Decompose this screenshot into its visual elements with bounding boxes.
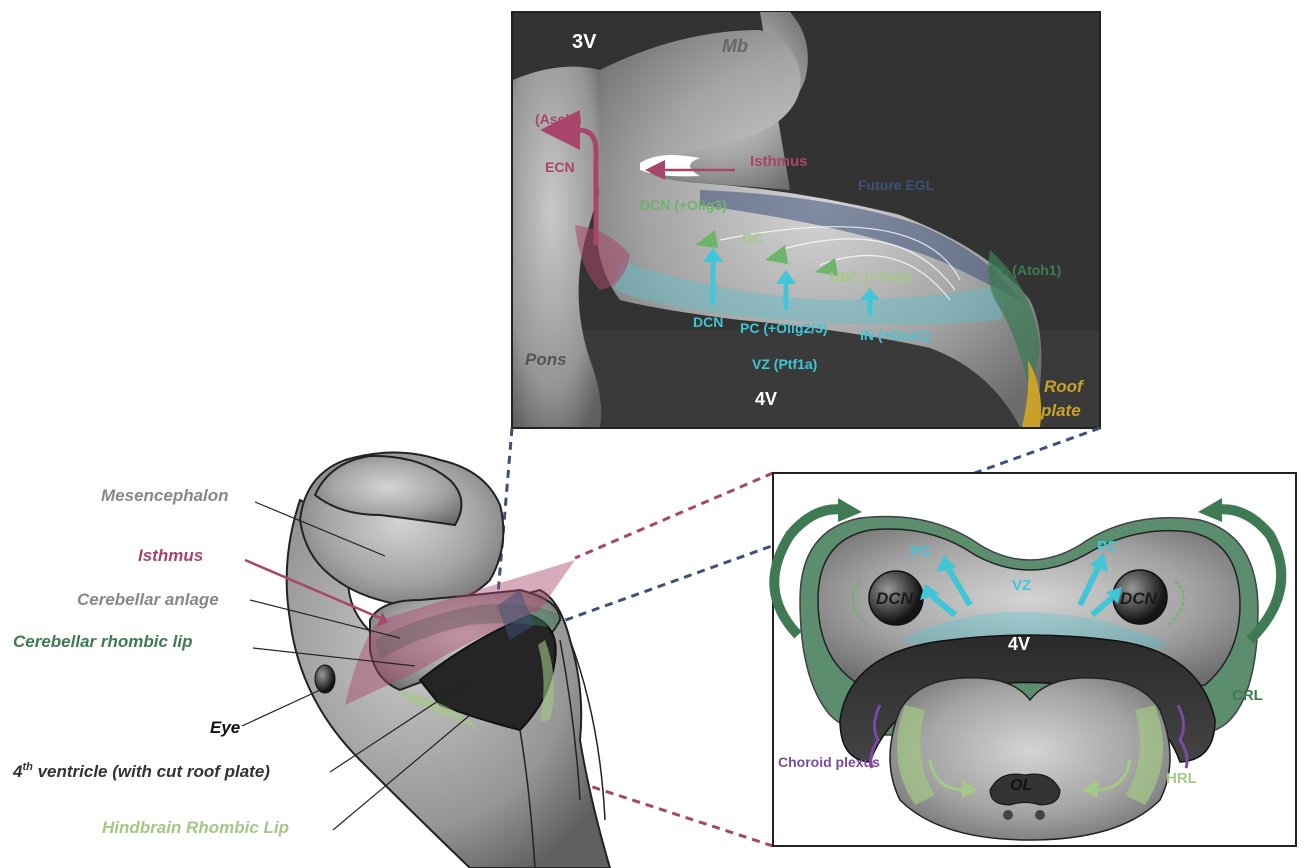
- roof-label-line1: Roof: [1044, 377, 1085, 396]
- future-egl-label: Future EGL: [858, 177, 935, 193]
- ventricle-4-right-label: 4V: [1008, 634, 1030, 654]
- ecn-label: ECN: [545, 159, 575, 175]
- cerebellar-rhombic-lip-label: Cerebellar rhombic lip: [13, 632, 193, 651]
- right-panel-connector-top: [575, 473, 773, 558]
- mesencephalon-label: Mesencephalon: [101, 486, 229, 505]
- top-panel: 3V Mb (Ascl1) ECN Isthmus Future EGL DCN…: [512, 12, 1100, 428]
- ubc-tbr2-label: UBC (+Tbr2): [830, 269, 912, 285]
- ol-dot-left: [1003, 810, 1013, 820]
- fourth-ventricle-label: 4th ventricle (with cut roof plate): [12, 761, 270, 781]
- medulla-body: [890, 678, 1170, 840]
- pons-label: Pons: [525, 350, 567, 369]
- midbrain-label: Mb: [722, 36, 748, 56]
- fourth-ventricle-text: ventricle (with cut roof plate): [33, 762, 270, 781]
- eye-label: Eye: [210, 718, 240, 737]
- embryo-brain-illustration: [287, 453, 610, 868]
- pc-right-label: PC: [1097, 538, 1118, 555]
- dcn-olig3-label: DCN (+Olig3): [640, 197, 727, 213]
- dcn-right-label: DCN: [1120, 589, 1158, 608]
- pc-olig-label: PC (+Olig2/3): [740, 320, 828, 336]
- gc-label: GC: [742, 230, 763, 246]
- eye-leader: [242, 690, 320, 726]
- roof-label-line2: plate: [1040, 401, 1081, 420]
- ventricle-3-label: 3V: [572, 31, 597, 53]
- right-panel: PC PC VZ DCN DCN 4V CRL Choroid plexus O…: [773, 473, 1296, 846]
- ventricle-4-top-label: 4V: [755, 389, 777, 409]
- isthmus-top-label: Isthmus: [750, 153, 808, 170]
- rl-atoh1-label: RL (Atoh1): [990, 262, 1061, 278]
- fourth-ventricle-superscript: th: [22, 761, 33, 773]
- hindbrain-rhombic-lip-label: Hindbrain Rhombic Lip: [102, 818, 289, 837]
- dcn-left-label: DCN: [876, 589, 914, 608]
- cerebellar-anlage-label: Cerebellar anlage: [77, 590, 219, 609]
- ascl1-label: (Ascl1): [535, 111, 582, 127]
- ol-label: OL: [1010, 777, 1032, 794]
- in-gsx1-label: IN (+Gsx1): [860, 327, 930, 343]
- hrl-label: HRL: [1166, 770, 1197, 787]
- isthmus-left-label: Isthmus: [138, 546, 203, 565]
- fourth-ventricle-number: 4: [12, 762, 23, 781]
- dcn-top-label: DCN: [693, 314, 723, 330]
- vz-ptf1a-label: VZ (Ptf1a): [752, 356, 817, 372]
- vz-label: VZ: [1012, 577, 1031, 594]
- eye-orb: [315, 665, 335, 693]
- choroid-plexus-label: Choroid plexus: [778, 754, 880, 770]
- crl-label: CRL: [1232, 687, 1263, 704]
- ol-dot-right: [1035, 810, 1045, 820]
- pc-left-label: PC: [910, 543, 931, 560]
